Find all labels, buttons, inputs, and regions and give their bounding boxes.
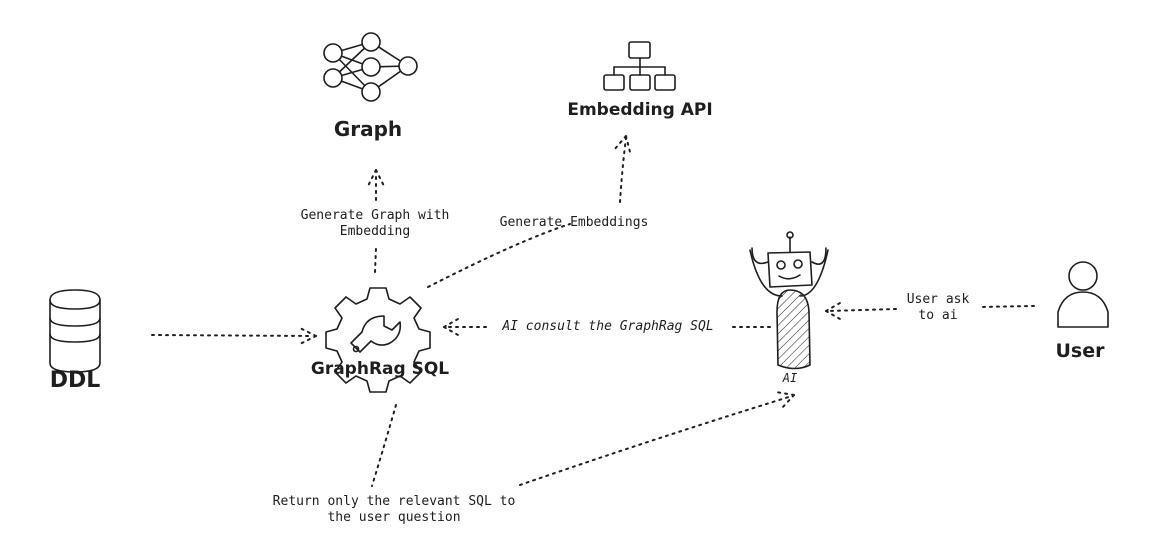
edge-label-line: User ask (906, 292, 970, 307)
edge-label-line: Generate Graph with (300, 208, 450, 223)
gear-wrench-icon (325, 287, 431, 393)
ddl-label: DDL (49, 368, 101, 393)
edge-label-generate-embeddings: Generate Embeddings (499, 215, 649, 230)
edge-label-return-sql: Return only the relevant SQL to the user… (255, 494, 533, 526)
edge-user-to-ai (825, 302, 1035, 320)
edge-label-user-ask: User ask to ai (895, 292, 981, 324)
ai-label: AI (782, 371, 798, 385)
edge-label-line: the user question (327, 510, 461, 525)
edge-ai-to-graphrag (443, 318, 771, 336)
edge-label-ai-consult: AI consult the GraphRag SQL (502, 319, 714, 334)
robot-icon (749, 231, 829, 370)
graph-label: Graph (333, 117, 403, 141)
edge-graphrag-to-ai (371, 391, 795, 487)
neural-network-icon (323, 32, 418, 102)
edge-label-line: Embedding (339, 224, 411, 239)
edge-graphrag-to-embedding (427, 135, 631, 288)
edge-graphrag-to-graph (367, 169, 385, 273)
embedding-api-label: Embedding API (567, 100, 713, 120)
hierarchy-icon (603, 41, 676, 91)
database-icon (49, 289, 101, 373)
user-label: User (1055, 340, 1105, 362)
edge-label-line: to ai (918, 308, 958, 323)
edge-label-line: Return only the relevant SQL to (272, 494, 516, 509)
user-icon (1057, 261, 1109, 328)
edge-label-generate-graph: Generate Graph with Embedding (290, 208, 460, 240)
edge-ddl-to-graphrag (151, 327, 317, 345)
graphrag-sql-label: GraphRag SQL (310, 359, 450, 379)
